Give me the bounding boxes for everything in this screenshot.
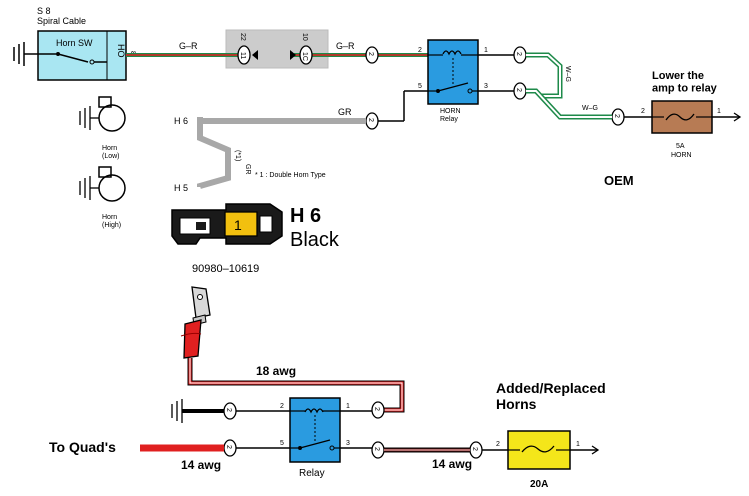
svg-text:2: 2 — [367, 118, 374, 122]
bottom-relay-pin-tr: 1 — [346, 403, 350, 410]
relay-pin-tr: 1 — [484, 47, 488, 54]
connector-2-bottom-e: 2 — [469, 441, 483, 459]
wire-14awg-left-label: 14 awg — [181, 458, 221, 472]
horn-switch-contact — [38, 52, 107, 65]
svg-text:2: 2 — [225, 445, 232, 449]
conn-22-label: 22 — [239, 33, 246, 41]
bottom-relay-label: Relay — [299, 468, 325, 479]
svg-text:2: 2 — [613, 114, 620, 118]
fuse-pin-out: 2 — [641, 108, 645, 115]
relay-pin-tl: 2 — [418, 47, 422, 54]
wire-gr2-label: G–R — [336, 41, 355, 51]
wire-18awg — [187, 358, 405, 413]
oem-fuse — [651, 100, 713, 134]
added-fuse-amp: 20A — [530, 479, 548, 490]
footnote-wire: GR — [244, 164, 251, 175]
relay-pin-bl: 5 — [418, 83, 422, 90]
added-fuse — [507, 430, 571, 470]
svg-text:2: 2 — [515, 88, 522, 92]
horn-relay — [427, 39, 479, 105]
conn-11-label: 11 — [239, 52, 246, 59]
wire-14awg-right-label: 14 awg — [432, 457, 472, 471]
footnote-text: * 1 : Double Horn Type — [255, 172, 326, 179]
h6-connector-icon — [171, 203, 283, 245]
footnote-mark: (*1) — [234, 150, 241, 161]
horn-sw-label: Horn SW — [56, 38, 93, 48]
h6-color: Black — [290, 229, 340, 251]
conn-1c-label: 1C — [301, 52, 308, 61]
bottom-relay — [289, 397, 341, 463]
fuse-amp-label: 5A — [676, 143, 685, 150]
svg-text:2: 2 — [367, 52, 374, 56]
fuse-pin-in: 1 — [717, 108, 721, 115]
connector-2-top-a: 2 — [365, 46, 379, 64]
wire-wg2-label: W–G — [582, 105, 598, 112]
connector-2-bottom-c: 2 — [371, 401, 385, 419]
h6-top-label: H 6 — [174, 116, 188, 126]
h6-pin-number: 1 — [234, 217, 242, 233]
h6-name: H 6 — [290, 205, 321, 227]
bottom-relay-pin-bl: 5 — [280, 440, 284, 447]
wire-w-g — [526, 52, 612, 120]
added-fuse-pin-in: 1 — [576, 441, 580, 448]
bottom-relay-pin-br: 3 — [346, 440, 350, 447]
connector-2-bottom-a: 2 — [223, 402, 237, 420]
wire-gray-horn — [197, 117, 366, 189]
connector-2-top-b: 2 — [365, 112, 379, 130]
svg-text:2: 2 — [471, 447, 478, 451]
connector-2-top-d: 2 — [513, 82, 527, 100]
ground-symbol-bottom — [171, 399, 224, 423]
wire-wg1-label: W–G — [564, 66, 571, 82]
svg-text:2: 2 — [225, 408, 232, 412]
fuse-name-label: HORN — [671, 152, 692, 159]
ground-symbol — [13, 42, 38, 66]
to-quads-label: To Quad's — [49, 439, 116, 455]
connector-2-bottom-b: 2 — [223, 439, 237, 457]
wire-gr1-label: G–R — [179, 41, 198, 51]
connector-2-bottom-d: 2 — [371, 441, 385, 459]
bottom-relay-pin-tl: 2 — [280, 403, 284, 410]
oem-label: OEM — [604, 173, 634, 188]
wire-gr-gray-label: GR — [338, 107, 352, 117]
spade-terminal-icon — [180, 286, 211, 359]
horn-low-label: Horn(Low) — [102, 145, 120, 160]
spiral-cable-label: Spiral Cable — [37, 16, 86, 26]
connector-2-top-e: 2 — [611, 108, 625, 126]
svg-text:2: 2 — [373, 447, 380, 451]
horn-switch-box — [37, 30, 127, 81]
horn-high-icon — [79, 166, 126, 202]
relay-pin-br: 3 — [484, 83, 488, 90]
h6-part-number: 90980–10619 — [192, 263, 259, 275]
conn-10-label: 10 — [301, 33, 308, 41]
wire-18awg-label: 18 awg — [256, 364, 296, 378]
ho-label: HO — [116, 44, 126, 58]
svg-text:2: 2 — [515, 52, 522, 56]
added-fuse-pin-out: 2 — [496, 441, 500, 448]
h5-bottom-label: H 5 — [174, 183, 188, 193]
junction-connector-left — [237, 45, 258, 65]
svg-text:2: 2 — [373, 407, 380, 411]
s8-label: S 8 — [37, 6, 51, 16]
horn-low-icon — [79, 96, 126, 132]
junction-connector-right — [290, 45, 313, 65]
connector-2-top-c: 2 — [513, 46, 527, 64]
horn-high-label: Horn(High) — [102, 214, 121, 229]
